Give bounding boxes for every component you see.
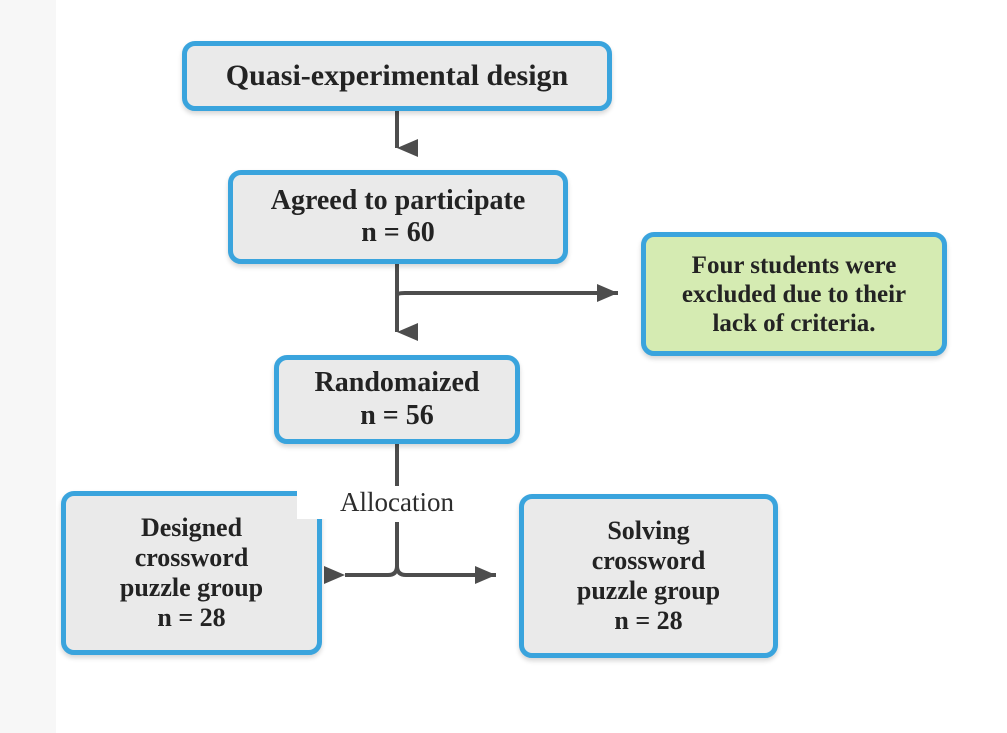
node-excluded-students: Four students were excluded due to their…: [641, 232, 947, 356]
node-line: Designed: [140, 512, 243, 542]
page-edge-strip: [0, 0, 56, 733]
node-designed-crossword-puzzle-group: Designed crossword puzzle group n = 28: [61, 491, 322, 655]
node-line: n = 28: [157, 603, 226, 633]
node-solving-crossword-puzzle-group: Solving crossword puzzle group n = 28: [519, 494, 778, 658]
node-line: excluded due to their: [681, 280, 907, 308]
node-line: Quasi-experimental design: [225, 58, 569, 92]
node-line: n = 28: [614, 606, 683, 636]
node-line: Solving: [607, 515, 690, 545]
node-line: n = 56: [360, 399, 434, 431]
node-line: crossword: [591, 545, 706, 575]
node-line: puzzle group: [119, 573, 264, 602]
edge-agreed-to-excluded: [395, 284, 618, 302]
node-line: crossword: [134, 542, 249, 572]
node-quasi-experimental-design: Quasi-experimental design: [182, 41, 612, 111]
allocation-edge-label: Allocation: [297, 486, 497, 519]
node-agreed-to-participate: Agreed to participate n = 60: [228, 170, 568, 264]
node-randomaized: Randomaized n = 56: [274, 355, 520, 444]
node-line: Randomaized: [314, 367, 480, 399]
edge-to-solving-group: [395, 565, 496, 584]
node-line: Four students were: [691, 251, 897, 279]
node-line: n = 60: [361, 217, 435, 248]
node-line: Agreed to participate: [270, 184, 526, 216]
node-line: lack of criteria.: [712, 309, 876, 337]
node-line: puzzle group: [576, 576, 721, 605]
edge-to-designed-group: [324, 565, 399, 584]
